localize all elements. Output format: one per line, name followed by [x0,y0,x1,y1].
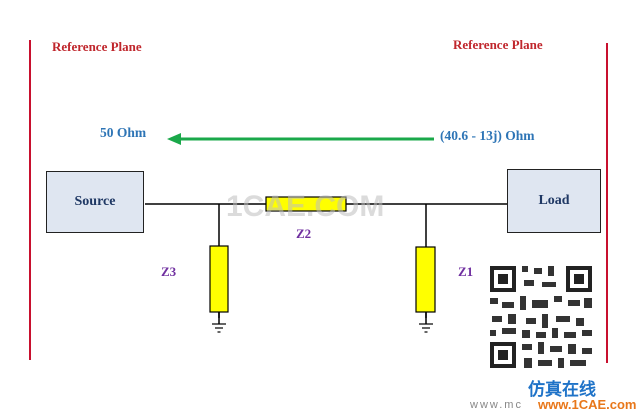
z1-ground-icon [419,312,433,333]
z2-component [265,196,347,212]
watermark-bottom-url: www.mc [470,399,523,411]
z3-ground-icon [212,312,226,333]
z1-component [415,246,436,313]
z3-component [209,245,229,313]
source-box: Source [46,171,144,233]
reference-plane-right-label: Reference Plane [453,37,543,52]
reference-plane-left-label: Reference Plane [52,39,142,54]
source-box-label: Source [74,194,116,209]
qr-code [486,262,596,372]
z2-label: Z2 [296,226,312,241]
z1-label: Z1 [458,264,474,279]
load-impedance-label: (40.6 - 13j) Ohm [440,128,535,143]
reference-plane-left-line [29,40,31,360]
load-box-label: Load [538,193,570,208]
reference-plane-right-line [606,43,608,363]
source-impedance-label: 50 Ohm [100,125,147,140]
watermark-bottom-brand: www.1CAE.com [538,397,637,412]
watermark-bottom-cn: 仿真在线 [528,380,596,400]
z3-label: Z3 [161,264,177,279]
arrow-head [167,133,181,145]
load-box: Load [507,169,601,233]
watermark-center: 1CAE.COM [226,190,385,223]
